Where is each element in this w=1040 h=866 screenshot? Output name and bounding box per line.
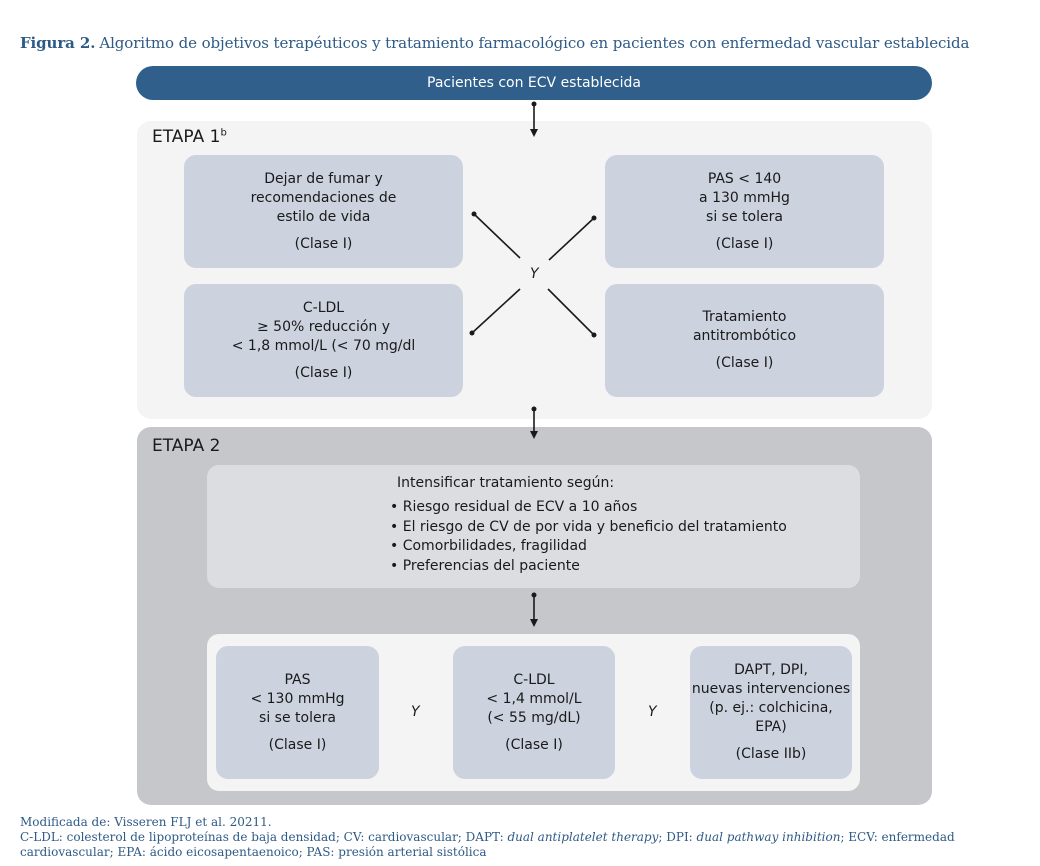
stage1-cross-dots [469,211,597,338]
box-line: a 130 mmHg [699,189,790,206]
box-line: antitrombótico [692,328,797,344]
box-line: < 1,4 mmol/L [486,690,582,707]
figure-label: Figura 2. [20,34,96,52]
box-line: Tratamiento [702,309,787,325]
box-line: PAS [284,671,311,688]
footnote-abbreviations: C-LDL: colesterol de lipoproteínas de ba… [20,830,1025,860]
abbrev-text: ; DPI: [658,830,697,844]
box-class: (Clase I) [294,235,353,252]
stage2-and-connector-1: Y [411,704,420,720]
box-line: nuevas intervenciones [691,681,851,697]
footnote-source: Modificada de: Visseren FLJ et al. 20211… [20,815,272,829]
box-line: PAS < 140 [707,170,782,187]
footnotes: Modificada de: Visseren FLJ et al. 20211… [20,815,1025,860]
box-line: si se tolera [259,709,336,726]
box-line: DAPT, DPI, [734,662,808,678]
stage2-label: ETAPA 2 [152,436,221,456]
stage2-box-bp: PAS < 130 mmHg si se tolera (Clase I) [216,646,379,779]
arrow-intensify-to-targets [530,592,538,627]
figure-title-text: Algoritmo de objetivos terapéuticos y tr… [99,34,970,52]
start-node: Pacientes con ECV establecida [136,66,932,100]
abbrev-dpi: dual pathway inhibition [696,830,841,844]
intensify-item: Preferencias del paciente [390,557,787,577]
arrow-stage1-to-stage2 [530,406,538,439]
box-line: < 130 mmHg [250,690,345,707]
box-class: (Clase I) [505,736,563,753]
intensify-item: Comorbilidades, fragilidad [390,537,787,557]
box-line: < 1,8 mmol/L (< 70 mg/dl [231,337,416,354]
stage1-and-connector: Y [530,266,539,282]
stage1-box-lifestyle: Dejar de fumar y recomendaciones de esti… [184,155,463,268]
box-class: (Clase IIb) [735,746,807,762]
stage1-cross-lines [471,213,595,336]
intensify-title: Intensificar tratamiento según: [397,475,615,491]
box-class: (Clase I) [715,355,774,371]
abbrev-text: C-LDL: colesterol de lipoproteínas de ba… [20,830,508,844]
stage2-and-connector-2: Y [648,704,657,720]
intensify-item: Riesgo residual de ECV a 10 años [390,498,787,518]
box-class: (Clase I) [294,364,353,381]
stage1-footnote-mark: b [220,127,227,139]
box-line: ≥ 50% reducción y [256,318,391,335]
box-line: C-LDL [513,671,555,688]
box-line: estilo de vida [276,208,371,225]
box-line: recomendaciones de [250,189,397,206]
box-line: si se tolera [706,208,783,225]
stage2-box-ldl: C-LDL < 1,4 mmol/L (< 55 mg/dL) (Clase I… [453,646,615,779]
box-line: Dejar de fumar y [264,170,383,187]
intensify-item: El riesgo de CV de por vida y beneficio … [390,518,787,538]
stage1-label: ETAPA 1b [152,127,227,147]
intensify-box: Intensificar tratamiento según: Riesgo r… [207,465,860,588]
intensify-list: Riesgo residual de ECV a 10 años El ries… [390,498,787,576]
box-line: (p. ej.: colchicina, [709,700,833,716]
box-class: (Clase I) [715,235,774,252]
box-line: C-LDL [302,299,345,316]
abbrev-dapt: dual antiplatelet therapy [507,830,659,844]
box-line: EPA) [755,719,787,735]
figure-title: Figura 2.Algoritmo de objetivos terapéut… [20,34,1030,52]
stage1-box-antithrombotic: Tratamiento antitrombótico (Clase I) [605,284,884,397]
stage1-box-bp: PAS < 140 a 130 mmHg si se tolera (Clase… [605,155,884,268]
box-class: (Clase I) [268,736,327,753]
arrow-start-to-stage1 [530,101,538,137]
box-line: (< 55 mg/dL) [487,709,581,726]
stage2-box-other: DAPT, DPI, nuevas intervenciones (p. ej.… [690,646,852,779]
abbrev-text: ; ECV: enfermedad cardiovascular; EPA: á… [20,830,955,859]
stage1-box-ldl: C-LDL ≥ 50% reducción y < 1,8 mmol/L (< … [184,284,463,397]
stage1-label-text: ETAPA 1 [152,127,221,147]
